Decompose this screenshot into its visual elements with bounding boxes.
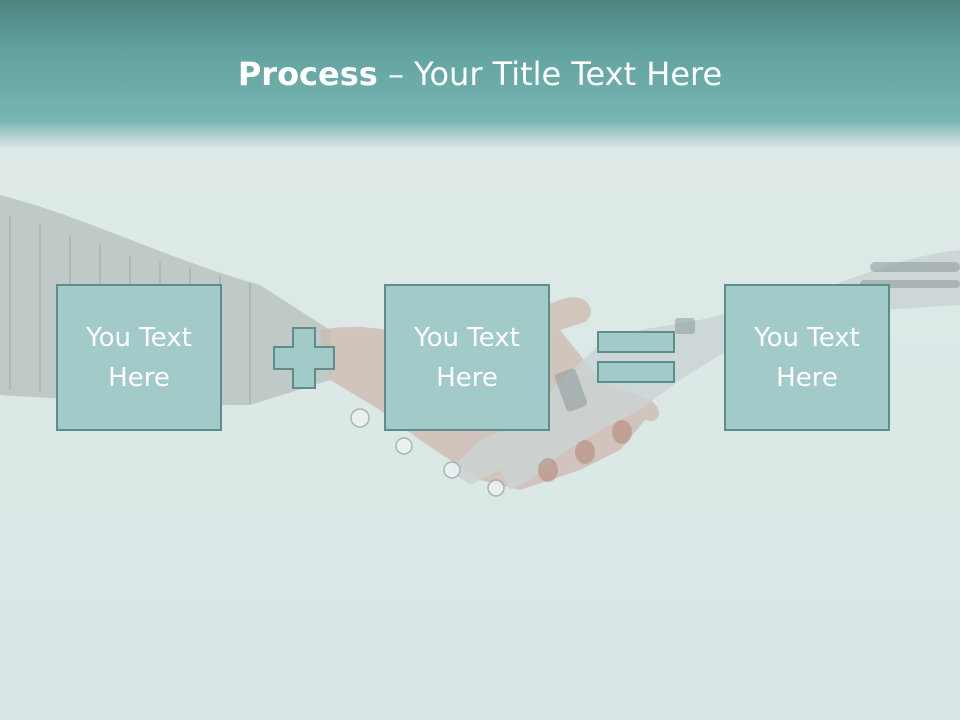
process-box-3[interactable]: You Text Here xyxy=(724,284,890,431)
equals-icon xyxy=(597,331,675,383)
slide-title-bold: Process xyxy=(237,55,378,93)
slide-title-rest: – Your Title Text Here xyxy=(377,55,723,93)
title-band xyxy=(0,0,960,150)
process-box-3-text: You Text Here xyxy=(754,322,860,393)
plus-icon xyxy=(273,327,335,389)
process-box-1-text: You Text Here xyxy=(86,322,192,393)
process-box-1[interactable]: You Text Here xyxy=(56,284,222,431)
process-box-2[interactable]: You Text Here xyxy=(384,284,550,431)
process-box-2-text: You Text Here xyxy=(414,322,520,393)
slide-title: Process – Your Title Text Here xyxy=(0,52,960,96)
